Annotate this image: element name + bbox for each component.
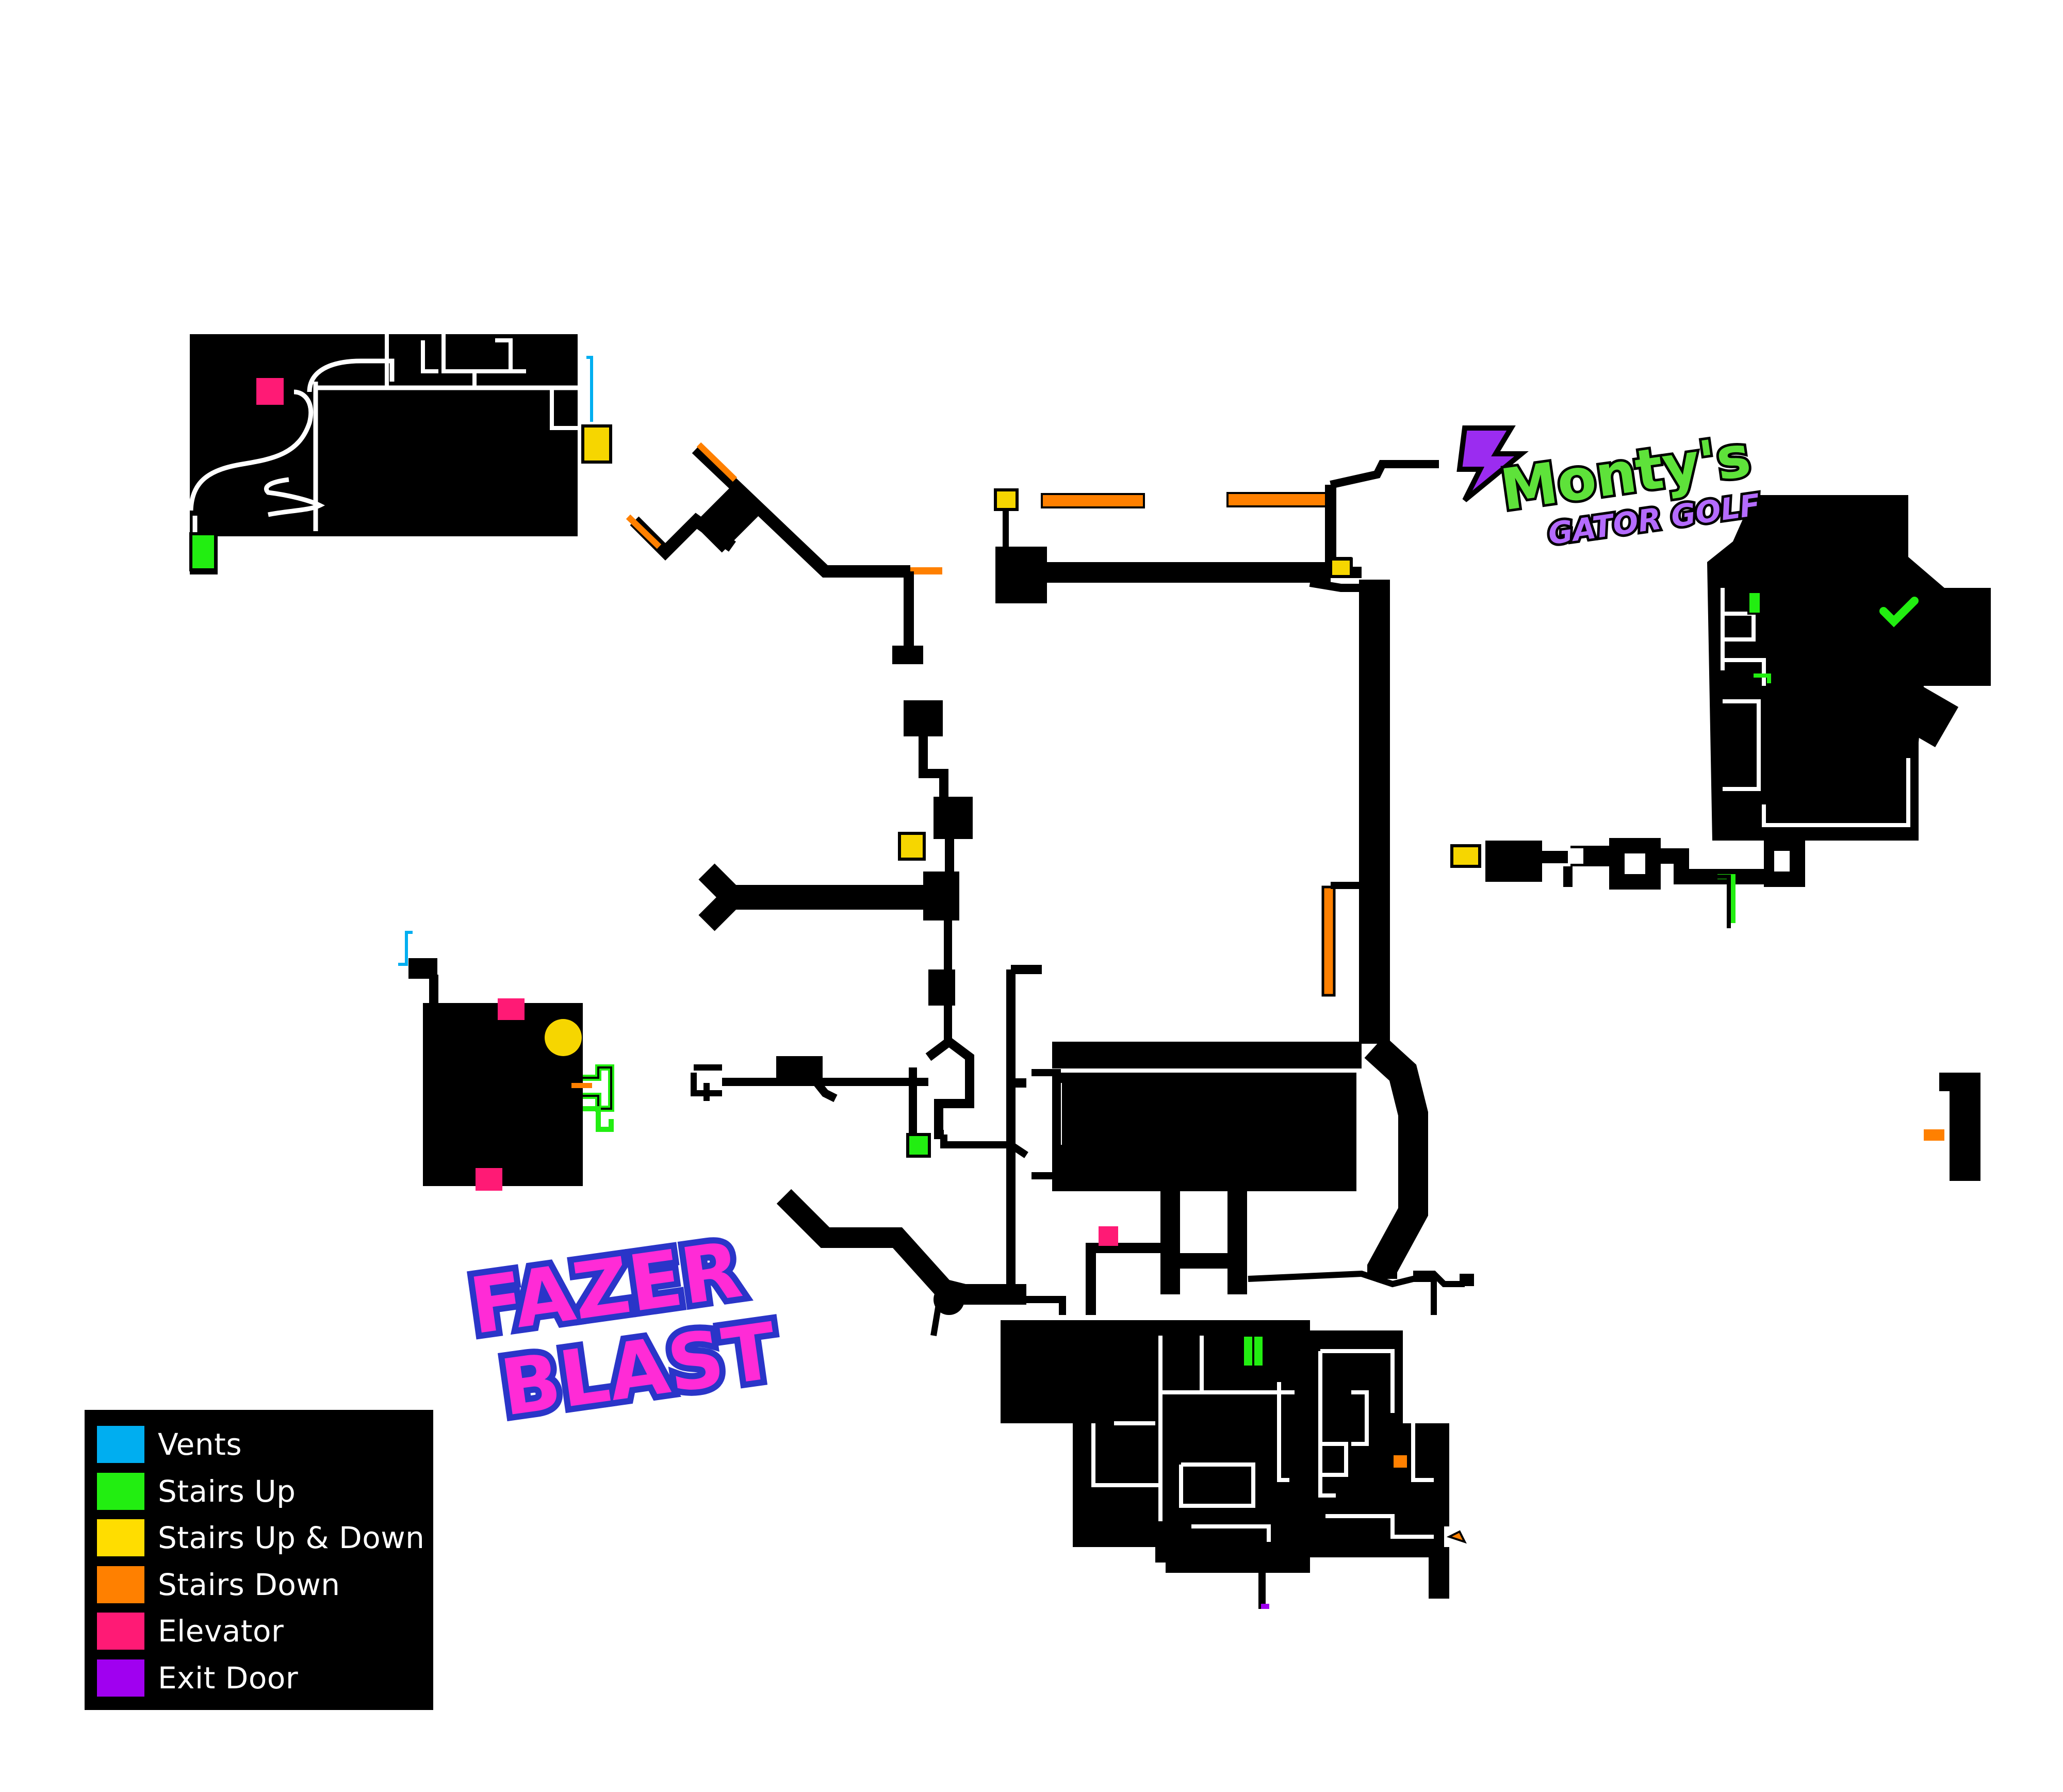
map-legend: Vents Stairs Up Stairs Up & Down Stairs … xyxy=(85,1410,433,1710)
north-diagonal-corridor xyxy=(626,442,942,664)
legend-label: Exit Door xyxy=(158,1660,299,1696)
legend-item-exit-door: Exit Door xyxy=(97,1655,433,1702)
legend-swatch-stairs-down xyxy=(97,1566,144,1603)
montys-building xyxy=(1450,495,1991,928)
legend-label: Vents xyxy=(158,1427,242,1462)
legend-label: Stairs Up & Down xyxy=(158,1520,425,1556)
east-fragment xyxy=(1924,1073,1980,1181)
legend-swatch-stairs-up-down xyxy=(97,1519,144,1557)
fazer-blast-logo: FAZER BLAST xyxy=(459,1219,788,1440)
legend-item-stairs-up: Stairs Up xyxy=(97,1468,433,1515)
legend-item-elevator: Elevator xyxy=(97,1608,433,1655)
legend-label: Stairs Down xyxy=(158,1567,340,1602)
central-complex xyxy=(776,1042,1474,1336)
legend-label: Elevator xyxy=(158,1614,284,1649)
legend-item-vents: Vents xyxy=(97,1421,433,1468)
northeast-corridor xyxy=(994,460,1439,1279)
legend-swatch-stairs-up xyxy=(97,1472,144,1510)
legend-swatch-vents xyxy=(97,1426,144,1464)
legend-item-stairs-up-down: Stairs Up & Down xyxy=(97,1515,433,1561)
legend-item-stairs-down: Stairs Down xyxy=(97,1561,433,1608)
legend-swatch-elevator xyxy=(97,1613,144,1650)
legend-swatch-exit-door xyxy=(97,1659,144,1697)
central-spine xyxy=(691,700,1042,1305)
montys-gator-golf-logo: Monty's GATOR GOLF xyxy=(1456,420,1765,554)
south-complex xyxy=(1001,1320,1467,1609)
fazer-blast-building xyxy=(398,931,614,1191)
legend-label: Stairs Up xyxy=(158,1473,296,1509)
northwest-building xyxy=(188,334,612,574)
lightning-bolt-icon xyxy=(1456,425,1529,502)
